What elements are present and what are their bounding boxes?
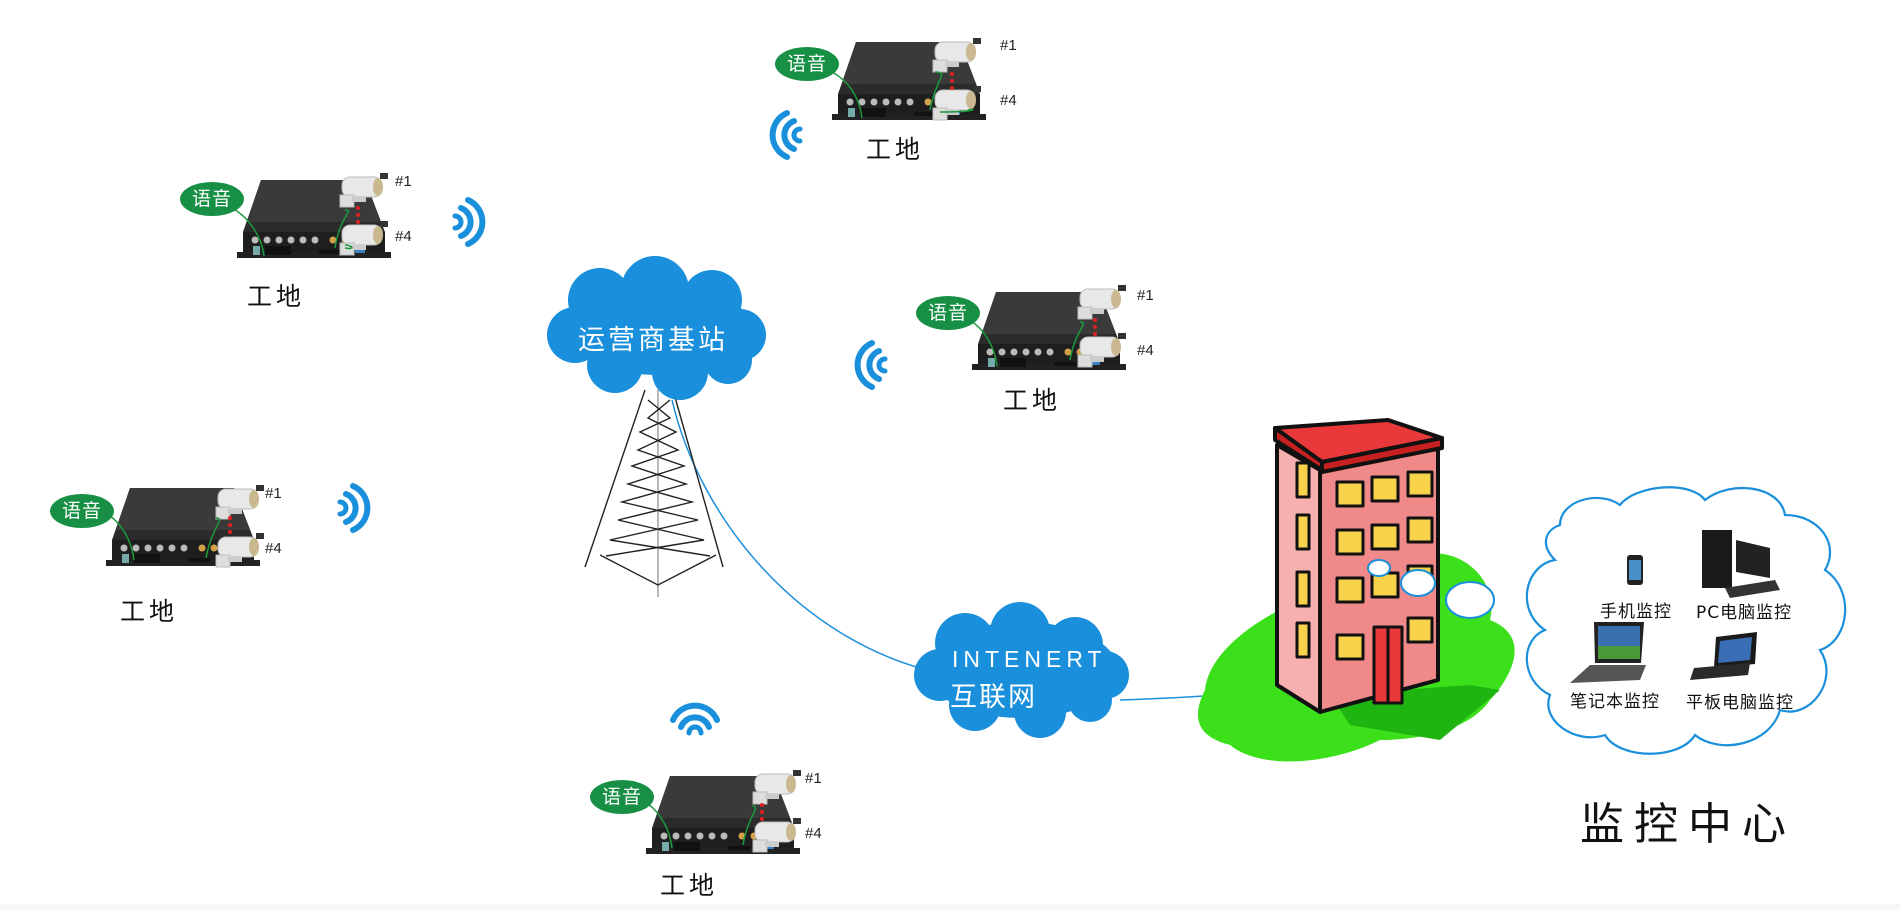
- device-label-laptop: 笔记本监控: [1570, 692, 1660, 712]
- voice-badge: 语音: [775, 47, 839, 81]
- voice-badge: 语音: [916, 296, 980, 330]
- office-building-icon: [1273, 418, 1444, 714]
- site-label: 工地: [120, 597, 179, 626]
- site-label: 工地: [660, 871, 719, 900]
- internet-cloud: [914, 602, 1129, 738]
- site-label: 工地: [866, 135, 925, 164]
- monitor-center-cloud: [1525, 486, 1847, 755]
- device-label-tablet: 平板电脑监控: [1686, 693, 1794, 713]
- camera-last-label: #4: [265, 540, 282, 557]
- thought-bubbles: [1367, 559, 1495, 619]
- site-label: 工地: [247, 282, 306, 311]
- camera-icon: [339, 172, 389, 208]
- laptop-icon: [1570, 622, 1646, 683]
- camera-first-label: #1: [1137, 287, 1154, 304]
- link-tower-to-internet: [671, 399, 936, 673]
- voice-badge: 语音: [50, 494, 114, 528]
- camera-last-label: #4: [395, 228, 412, 245]
- camera-icon: [752, 769, 802, 805]
- base-station-cloud: [547, 256, 766, 400]
- camera-first-label: #1: [265, 485, 282, 502]
- device-label-phone: 手机监控: [1600, 602, 1672, 622]
- site-label: 工地: [1003, 386, 1062, 415]
- voice-badge: 语音: [180, 182, 244, 216]
- internet-label-zh: 互联网: [950, 682, 1037, 713]
- camera-last-label: #4: [1000, 92, 1017, 109]
- camera-first-label: #1: [805, 770, 822, 787]
- desktop-pc-icon: [1702, 530, 1780, 598]
- camera-icon: [215, 484, 265, 520]
- camera-first-label: #1: [1000, 37, 1017, 54]
- monitor-center-title: 监控中心: [1580, 799, 1796, 850]
- base-station-label: 运营商基站: [578, 325, 728, 356]
- wifi-signal-icon-bottom: [673, 706, 717, 733]
- bottom-edge: [0, 904, 1900, 910]
- wifi-signal-icon-top: [773, 113, 800, 157]
- smartphone-icon: [1627, 555, 1643, 585]
- camera-first-label: #1: [395, 173, 412, 190]
- wifi-signal-icon-mid-right: [858, 343, 885, 387]
- camera-icon: [932, 37, 982, 73]
- cell-tower-icon: [584, 389, 724, 597]
- internet-label-en: INTENERT: [952, 646, 1107, 672]
- camera-last-label: #4: [805, 825, 822, 842]
- voice-badge: 语音: [590, 780, 654, 814]
- device-label-pc: PC电脑监控: [1696, 603, 1793, 623]
- wifi-signal-icon-left: [340, 486, 367, 530]
- camera-last-label: #4: [1137, 342, 1154, 359]
- tablet-icon: [1690, 632, 1757, 680]
- wifi-signal-icon-top-left: [455, 200, 482, 244]
- camera-icon: [1077, 284, 1127, 320]
